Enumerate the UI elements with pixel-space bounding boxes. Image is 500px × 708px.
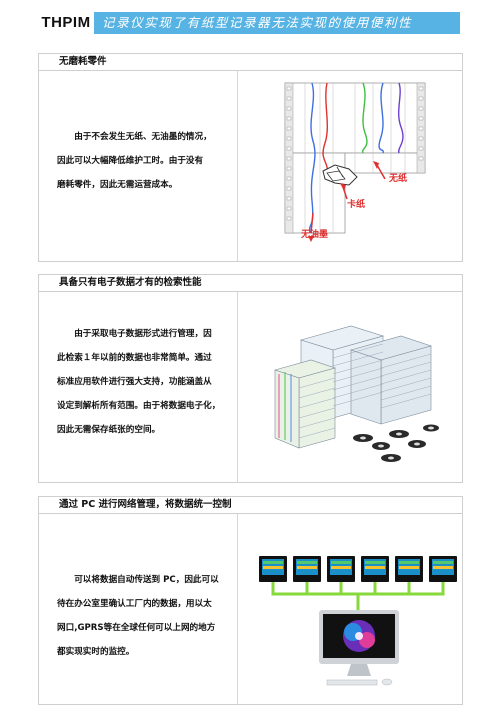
- section-body: 由于采取电子数据形式进行管理，因 此检索１年以前的数据也非常简单。通过 标准应用…: [39, 292, 462, 482]
- section-text: 由于采取电子数据形式进行管理，因 此检索１年以前的数据也非常简单。通过 标准应用…: [57, 329, 221, 435]
- section-divider: [237, 514, 238, 704]
- paper-stack-illustration: [273, 325, 439, 462]
- label-no-paper: 无纸: [389, 174, 408, 184]
- section-title: 具备只有电子数据才有的检索性能: [39, 275, 462, 292]
- section-divider: [237, 292, 238, 482]
- section-network-management: 通过 PC 进行网络管理，将数据统一控制 可以将数据自动传送到 PC，因此可以 …: [38, 496, 463, 705]
- section-text: 由于不会发生无纸、无油墨的情况， 因此可以大幅降低维护工时。由于没有 磨耗零件，…: [57, 132, 212, 190]
- section-text: 可以将数据自动传送到 PC，因此可以 待在办公室里确认工厂内的数据，用以太 网口…: [57, 575, 219, 657]
- section-title: 通过 PC 进行网络管理，将数据统一控制: [39, 497, 462, 514]
- section-title: 无磨耗零件: [39, 54, 462, 71]
- label-no-ink: 无油墨: [301, 230, 329, 240]
- header-tagline: 记录仪实现了有纸型记录器无法实现的使用便利性: [102, 15, 413, 30]
- brand-logo: THPIM: [38, 12, 94, 34]
- section-search-performance: 具备只有电子数据才有的检索性能 由于采取电子数据形式进行管理，因 此检索１年以前…: [38, 274, 463, 483]
- header-bar: THPIM 记录仪实现了有纸型记录器无法实现的使用便利性: [38, 12, 460, 34]
- label-paper-jam: 卡纸: [347, 200, 366, 210]
- recorder-units: [259, 556, 457, 582]
- network-illustration: [259, 556, 457, 686]
- section-body: 由于不会发生无纸、无油墨的情况， 因此可以大幅降低维护工时。由于没有 磨耗零件，…: [39, 71, 462, 261]
- section-divider: [237, 71, 238, 261]
- section-no-wear-parts: 无磨耗零件 由于不会发生无纸、无油墨的情况， 因此可以大幅降低维护工时。由于没有…: [38, 53, 463, 262]
- paper-chart-illustration: [284, 82, 426, 242]
- section-body: 可以将数据自动传送到 PC，因此可以 待在办公室里确认工厂内的数据，用以太 网口…: [39, 514, 462, 704]
